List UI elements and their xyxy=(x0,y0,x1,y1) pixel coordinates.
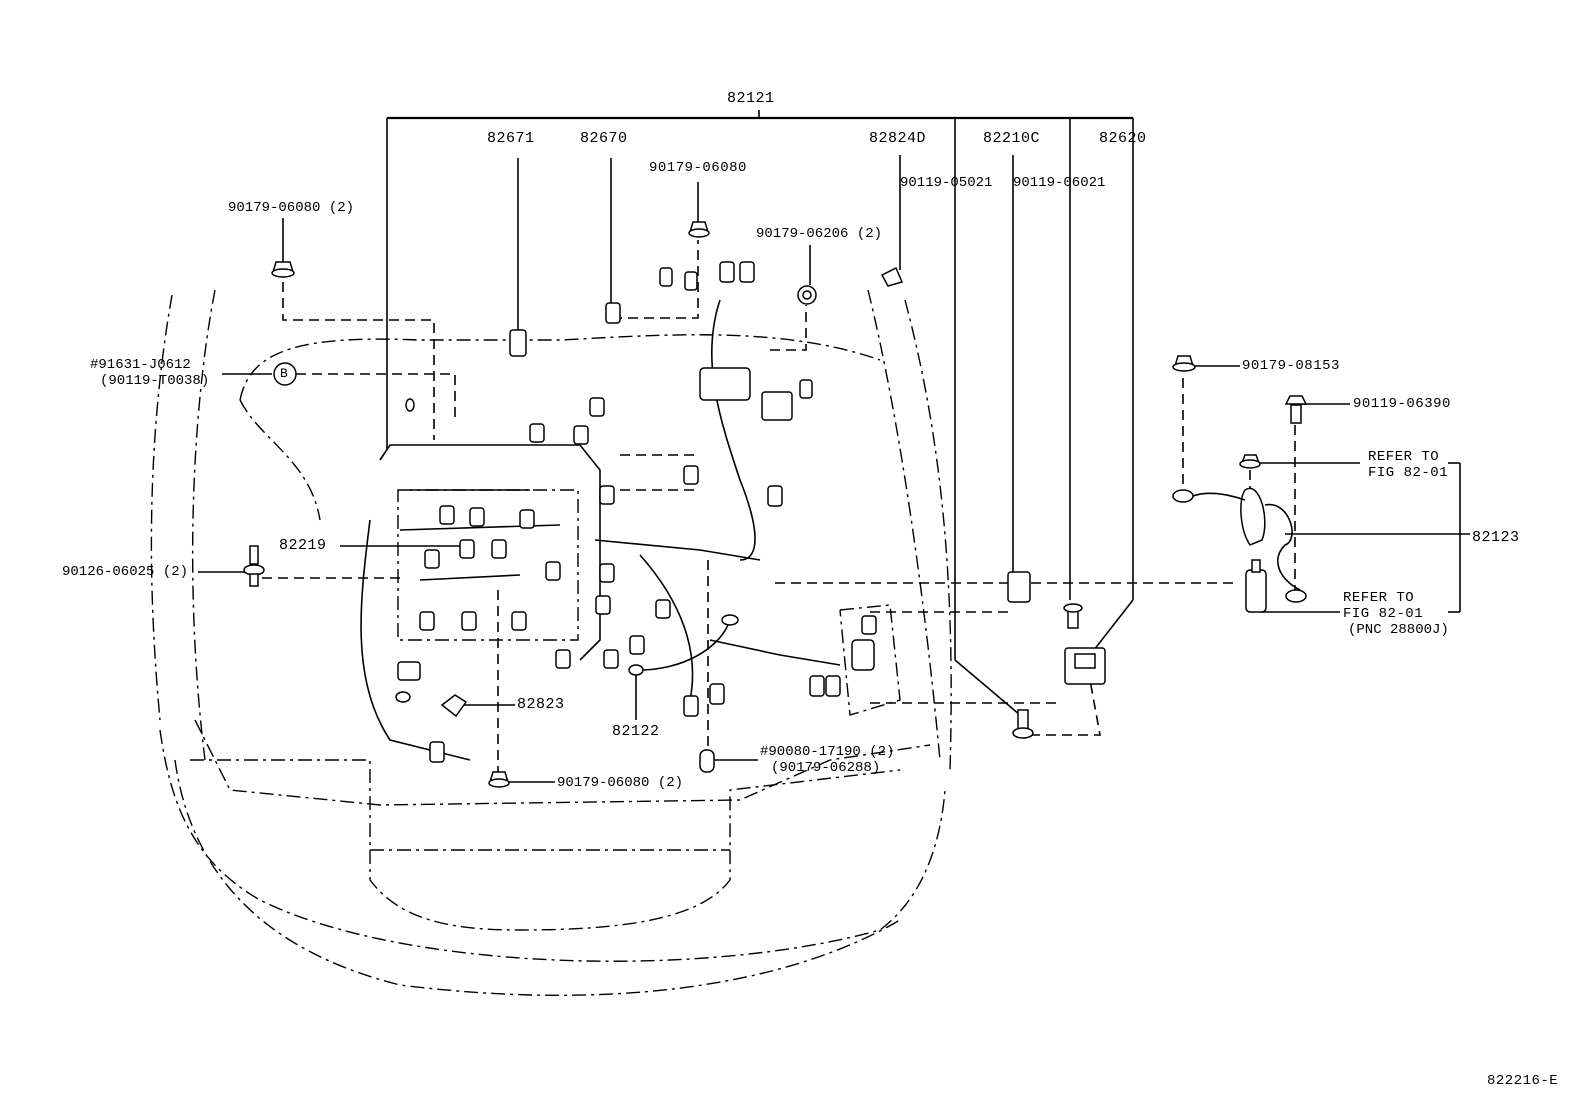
part-label-82219: 82219 xyxy=(279,537,327,554)
part-label-90080-17190-2: #90080-17190 (2) xyxy=(760,744,895,760)
part-label-82823: 82823 xyxy=(517,696,565,713)
part-label-90179-06080-top: 90179-06080 xyxy=(649,160,747,176)
connectors xyxy=(397,261,1106,763)
part-label-82122: 82122 xyxy=(612,723,660,740)
dashed-fastener-lines xyxy=(262,240,1296,775)
part-label-82121: 82121 xyxy=(727,90,775,107)
part-label-82620: 82620 xyxy=(1099,130,1147,147)
part-label-82670: 82670 xyxy=(580,130,628,147)
part-label-91631-J0612: #91631-J0612 xyxy=(90,357,191,373)
part-label-90179-06080-2-left: 90179-06080 (2) xyxy=(228,200,355,216)
part-label-90119-05021: 90119-05021 xyxy=(900,175,993,191)
fasteners xyxy=(243,221,1308,788)
refer-to-label-2: REFER TO xyxy=(1343,590,1415,606)
leaders xyxy=(198,155,1470,783)
part-label-82210C: 82210C xyxy=(983,130,1041,147)
figure-code: 822216-E xyxy=(1487,1073,1559,1089)
part-label-90126-06025-2: 90126-06025 (2) xyxy=(62,564,189,580)
refer-fig-label-1: FIG 82-01 xyxy=(1368,465,1449,481)
part-label-90119-06390: 90119-06390 xyxy=(1353,396,1451,412)
part-label-90119-T0038: (90119-T0038) xyxy=(100,373,210,389)
engine-harness xyxy=(360,299,901,761)
part-label-90179-06288: (90179-06288) xyxy=(771,760,881,776)
part-label-82824D: 82824D xyxy=(869,130,927,147)
refer-to-label-1: REFER TO xyxy=(1368,449,1440,465)
vehicle-outline xyxy=(150,289,952,996)
part-label-90179-06206-2: 90179-06206 (2) xyxy=(756,226,883,242)
pnc-label: (PNC 28800J) xyxy=(1348,622,1449,638)
part-label-82123: 82123 xyxy=(1472,529,1520,546)
callout-B: B xyxy=(280,366,289,381)
leader-82121 xyxy=(386,110,1134,716)
part-label-90119-06021: 90119-06021 xyxy=(1013,175,1106,191)
part-label-90179-06080-2-bottom: 90179-06080 (2) xyxy=(557,775,684,791)
part-label-82671: 82671 xyxy=(487,130,535,147)
refer-fig-label-2: FIG 82-01 xyxy=(1343,606,1424,622)
part-label-90179-08153: 90179-08153 xyxy=(1242,358,1340,374)
